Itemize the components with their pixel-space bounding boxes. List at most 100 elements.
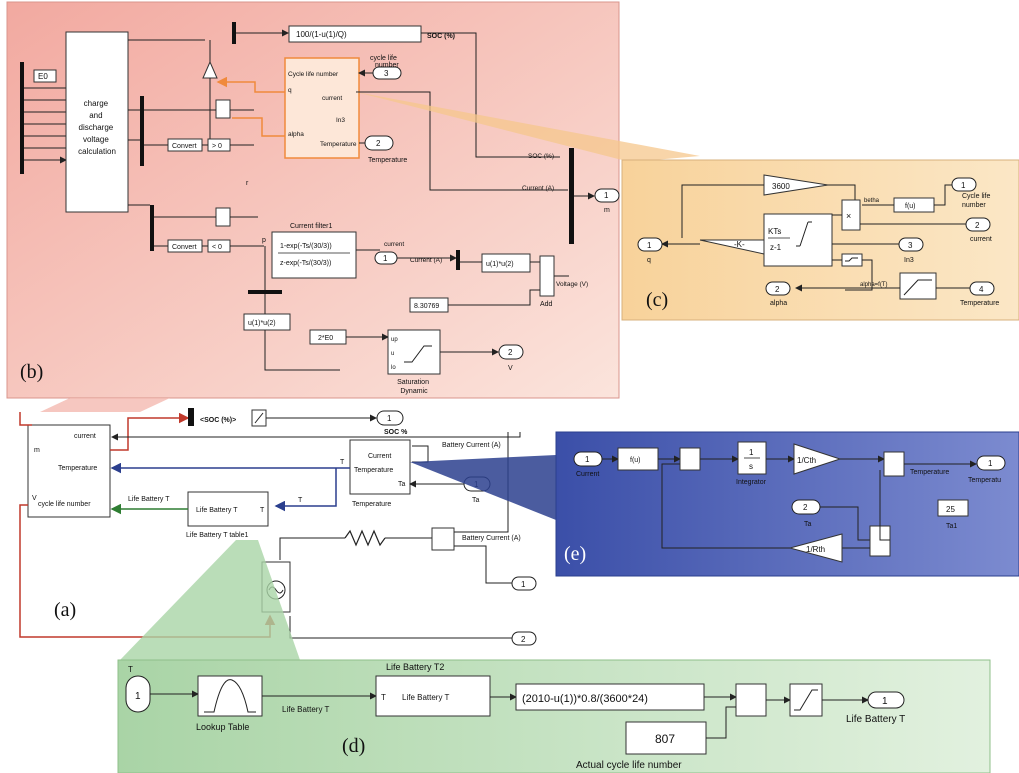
charge-discharge-block xyxy=(65,31,129,213)
current-filter-title: Current filter1 xyxy=(290,223,333,230)
charge-calc-line: and xyxy=(89,111,102,120)
battery-current-label-1: Battery Current (A) xyxy=(442,442,501,449)
soc-signal-label: SOC (%) xyxy=(528,153,554,160)
sub-port-label: In3 xyxy=(336,117,345,124)
lt0-text: < 0 xyxy=(212,244,222,251)
wire-c-fu xyxy=(862,184,952,206)
svg-text:Saturation Dynamic: Saturation Dynamic xyxy=(397,379,431,395)
wire-circuit-bottom xyxy=(289,616,512,639)
const-807-text: 807 xyxy=(655,732,675,746)
e-out-port xyxy=(976,455,1006,471)
d-in-t-label: T xyxy=(128,665,133,674)
c-out-alpha xyxy=(765,281,791,296)
sub-port-label: current xyxy=(322,95,342,102)
cycle-life-label: number xyxy=(375,62,399,69)
orange-wire-q xyxy=(216,76,285,93)
soc-outport-num: 1 xyxy=(387,414,392,423)
wire-a-current xyxy=(111,432,521,441)
temperature-port-label: Temperature xyxy=(368,157,407,164)
betha-label: betha xyxy=(864,198,880,204)
mult-fcn-block xyxy=(481,253,531,273)
const-807-block xyxy=(625,721,707,755)
e-sum-1 xyxy=(679,447,701,471)
out-m-num: 1 xyxy=(604,191,609,200)
a-v-port: V xyxy=(32,495,37,502)
sat-label: Dynamic xyxy=(400,388,428,395)
c-mult-text: × xyxy=(846,211,851,221)
wire-e-sum3 xyxy=(842,470,890,549)
fu-text: f(u) xyxy=(905,203,916,210)
v-outport xyxy=(498,344,524,360)
svg-text:Cycle life number: Cycle life number xyxy=(962,193,992,209)
charge-calc-line: voltage xyxy=(83,135,109,144)
r-label: r xyxy=(246,180,249,187)
battery-current-label-2: Battery Current (A) xyxy=(462,535,521,542)
filter-den: z-exp(-Ts/(30/3)) xyxy=(280,260,331,267)
c-out-alpha-label: alpha xyxy=(770,300,787,307)
charge-calc-line: discharge xyxy=(79,123,114,132)
out-2-num: 2 xyxy=(521,635,526,644)
panel-c-label: (c) xyxy=(646,289,668,311)
current-a-signal-label-2: Current (A) xyxy=(410,257,442,264)
sqrt-block xyxy=(841,253,863,267)
current-signal-label: current xyxy=(384,241,404,248)
soc-selector xyxy=(188,408,194,426)
d-sat-curve xyxy=(794,689,818,711)
memory-block-1 xyxy=(215,99,231,119)
current-inport-num: 1 xyxy=(383,254,388,263)
wire-c-integ xyxy=(796,214,842,247)
current-sensor xyxy=(431,527,455,551)
connector-b-to-c xyxy=(356,92,700,162)
life-battery-text: Life Battery T xyxy=(196,507,238,514)
d-sig-1: Life Battery T xyxy=(282,705,330,714)
life-battery-table-label: Life Battery T table1 xyxy=(186,532,248,539)
ta-label: Ta xyxy=(472,497,480,504)
c-in1-label: number xyxy=(962,202,986,209)
gain-3600-text: 3600 xyxy=(772,182,790,191)
sat-port: u xyxy=(391,351,394,357)
soc-outport-label: SOC % xyxy=(384,429,408,436)
d-out-port xyxy=(867,691,905,709)
wire-c-sqrt xyxy=(832,259,873,291)
mux-mid-1 xyxy=(140,96,144,166)
red-wire-top xyxy=(19,412,32,426)
c-in1-num: 1 xyxy=(961,181,966,190)
memory-block-2 xyxy=(215,207,231,227)
panel-d: T 1 Lookup Table Life Battery T Life Bat… xyxy=(117,659,991,773)
svg-text:up u lo: up u lo xyxy=(391,337,399,371)
c-in3-label: In3 xyxy=(904,257,914,264)
orange-subsystem xyxy=(284,57,360,159)
c-in1-label: Cycle life xyxy=(962,193,991,200)
a-m-port: m xyxy=(34,447,40,454)
cycle-life-label: cycle life xyxy=(370,55,397,62)
alpha-lookup-block xyxy=(899,272,937,300)
neg-k-gain xyxy=(699,239,765,255)
out-1-num: 1 xyxy=(521,580,526,589)
top-mux xyxy=(232,22,236,44)
v-outport-num: 2 xyxy=(508,348,513,357)
integrator-block xyxy=(763,213,833,267)
wire-sensor xyxy=(454,432,512,584)
orange-wire-alpha xyxy=(232,117,285,137)
v-outport-label: V xyxy=(508,365,513,372)
mux-mid-2 xyxy=(150,205,154,251)
c-out-alpha-num: 2 xyxy=(775,285,780,294)
mux-small xyxy=(456,250,460,270)
e-sum-2 xyxy=(883,451,905,477)
t-label-2: T xyxy=(298,497,303,504)
e-ta-label: Ta xyxy=(804,521,812,528)
gt0-text: > 0 xyxy=(212,143,222,150)
c-in3-num: 3 xyxy=(908,241,913,250)
svg-text:charge and dischar: charge and discharge voltage calculation xyxy=(78,99,116,156)
sat-label: Saturation xyxy=(397,379,429,386)
e-const25-text: 25 xyxy=(946,505,955,514)
d-out-label: Life Battery T xyxy=(846,714,905,725)
svg-text:Current Temperature: Current Temperature Ta xyxy=(354,453,406,488)
panel-a-label: (a) xyxy=(54,599,76,621)
wire-current-a xyxy=(356,91,568,191)
sat-port: lo xyxy=(391,365,396,371)
svg-text:cycle life number: cycle life number xyxy=(370,55,399,69)
sat-port: up xyxy=(391,337,398,343)
mux-horizontal xyxy=(248,290,282,294)
